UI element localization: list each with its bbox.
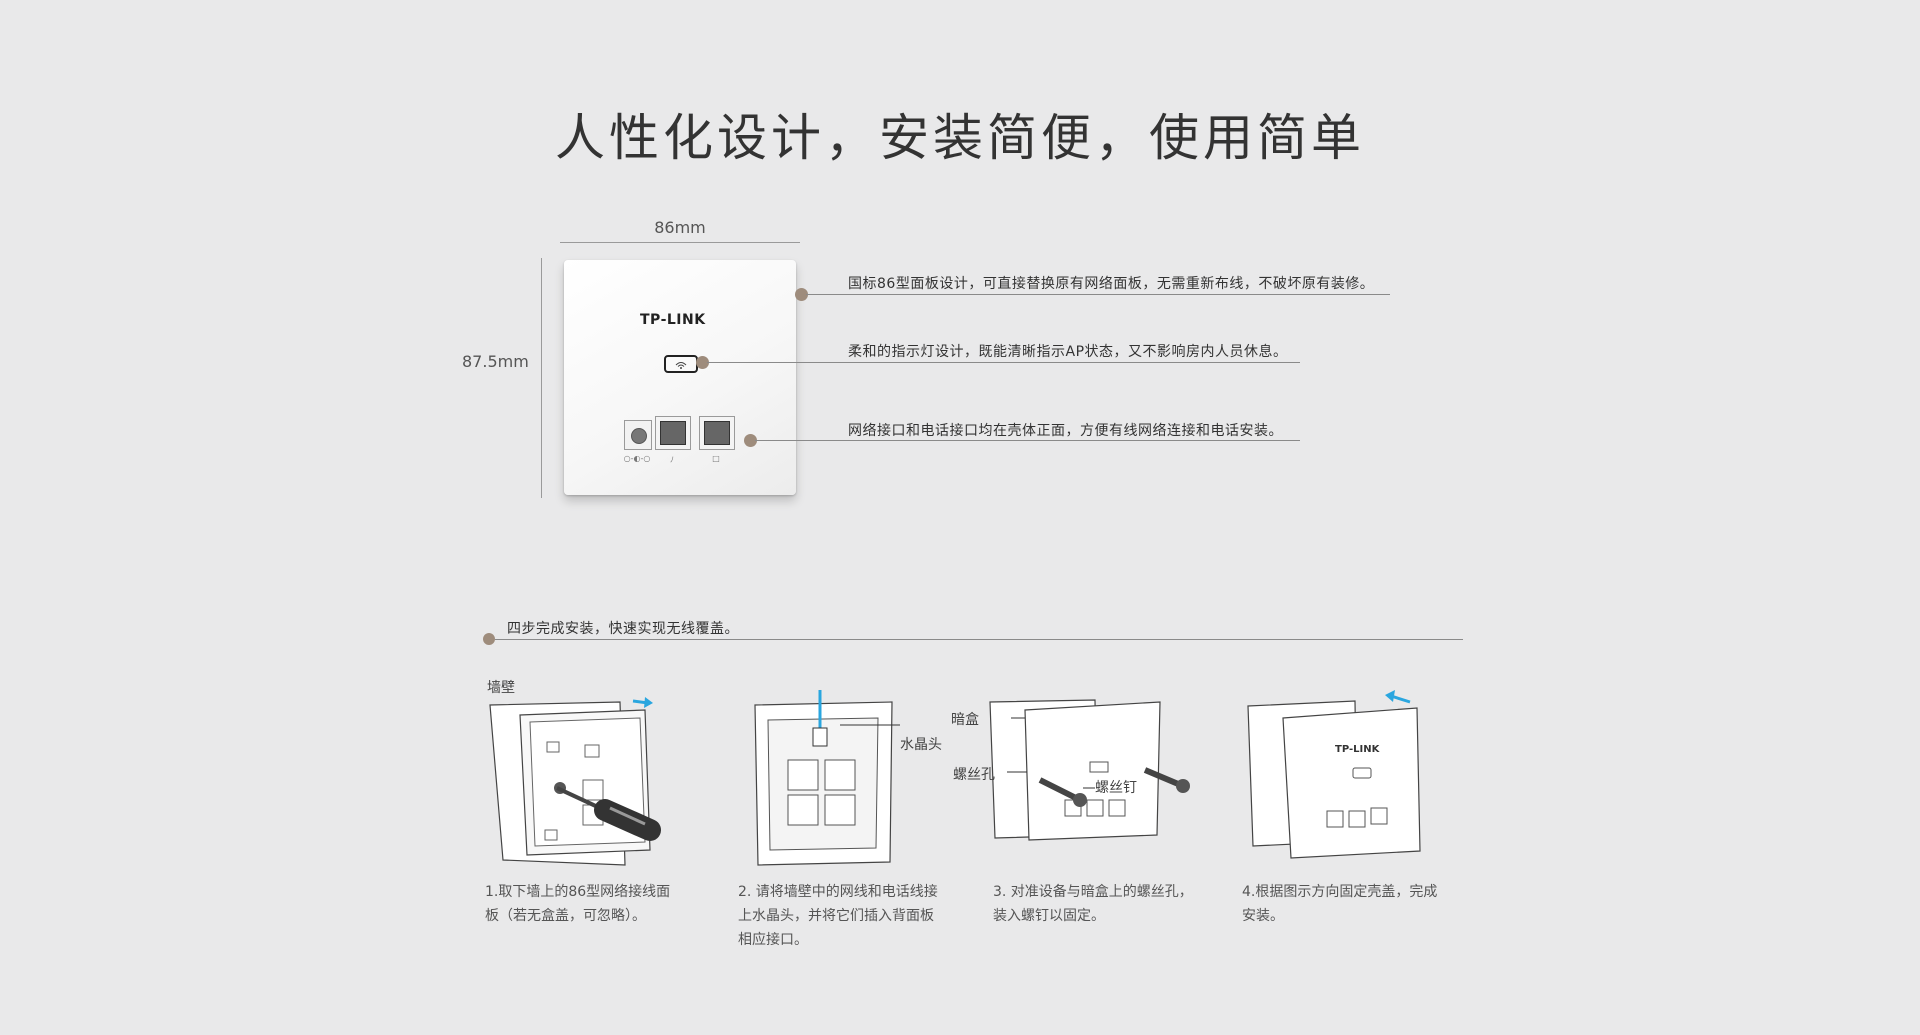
callout-line bbox=[707, 362, 848, 363]
callout-text: 国标86型面板设计，可直接替换原有网络面板，无需重新布线，不破坏原有装修。 bbox=[848, 276, 1375, 292]
step4-brand-logo: TP-LINK bbox=[1335, 744, 1380, 755]
callout-dot bbox=[696, 356, 709, 369]
callout-dot bbox=[795, 288, 808, 301]
product-panel: TP-LINK ○-◐-○ ﾉ □ bbox=[564, 260, 796, 495]
step-caption-2: 2. 请将墙壁中的网线和电话线接 上水晶头，并将它们插入背面板 相应接口。 bbox=[738, 880, 938, 952]
phone-port-socket bbox=[704, 421, 730, 445]
step-caption-1: 1.取下墙上的86型网络接线面 板（若无盒盖，可忽略）。 bbox=[485, 880, 670, 928]
connector-label: 水晶头 bbox=[900, 737, 942, 753]
arrow-left-icon bbox=[1385, 690, 1411, 704]
callout-underline bbox=[848, 362, 1300, 363]
callout-line bbox=[755, 440, 848, 441]
callout-text: 网络接口和电话接口均在壳体正面，方便有线网络连接和电话安装。 bbox=[848, 423, 1283, 439]
step-caption-line: 4.根据图示方向固定壳盖，完成 bbox=[1242, 884, 1438, 900]
step-caption-line: 装入螺钉以固定。 bbox=[993, 908, 1105, 924]
callout-line bbox=[806, 294, 848, 295]
step1-illustration bbox=[489, 697, 661, 866]
indicator-led bbox=[664, 355, 698, 373]
network-port-label: ﾉ bbox=[670, 455, 674, 464]
screw-label: 螺丝钉 bbox=[1095, 780, 1137, 796]
callout-text: 柔和的指示灯设计，既能清晰指示AP状态，又不影响房内人员休息。 bbox=[848, 344, 1288, 360]
phone-port-label: □ bbox=[712, 454, 720, 463]
height-dimension-line bbox=[541, 258, 542, 498]
install-heading: 四步完成安装，快速实现无线覆盖。 bbox=[507, 621, 739, 637]
arrow-right-icon bbox=[632, 697, 653, 708]
wall-label: 墙壁 bbox=[487, 680, 515, 696]
callout-underline bbox=[848, 440, 1300, 441]
power-port-label: ○-◐-○ bbox=[623, 454, 651, 463]
page-title: 人性化设计，安装简便，使用简单 bbox=[555, 109, 1365, 167]
screw-icon bbox=[1143, 767, 1190, 793]
section-line bbox=[495, 639, 1463, 640]
step-caption-line: 安装。 bbox=[1242, 908, 1284, 924]
step-caption-line: 相应接口。 bbox=[738, 932, 808, 948]
step-caption-3: 3. 对准设备与暗盒上的螺丝孔， 装入螺钉以固定。 bbox=[993, 880, 1193, 928]
callout-dot bbox=[744, 434, 757, 447]
step4-illustration bbox=[1247, 690, 1421, 859]
phone-port bbox=[699, 416, 735, 450]
height-dimension-label: 87.5mm bbox=[462, 352, 529, 371]
network-port bbox=[655, 416, 691, 450]
width-dimension-line bbox=[560, 242, 800, 243]
step-caption-line: 1.取下墙上的86型网络接线面 bbox=[485, 884, 671, 900]
hole-label: 螺丝孔 bbox=[953, 767, 995, 783]
screwdriver-icon bbox=[556, 786, 661, 841]
network-port-socket bbox=[660, 421, 686, 445]
section-dot bbox=[483, 633, 495, 645]
step-caption-line: 3. 对准设备与暗盒上的螺丝孔， bbox=[993, 884, 1193, 900]
screw-icon bbox=[1038, 777, 1087, 807]
step2-illustration bbox=[754, 690, 900, 866]
step-caption-line: 2. 请将墙壁中的网线和电话线接 bbox=[738, 884, 938, 900]
step3-illustration bbox=[989, 699, 1190, 841]
step-caption-4: 4.根据图示方向固定壳盖，完成 安装。 bbox=[1242, 880, 1437, 928]
brand-logo: TP-LINK bbox=[640, 312, 706, 328]
power-port-socket bbox=[631, 428, 647, 444]
step-caption-line: 板（若无盒盖，可忽略）。 bbox=[485, 908, 646, 924]
wifi-icon bbox=[675, 362, 687, 369]
power-port bbox=[624, 420, 652, 450]
width-dimension-label: 86mm bbox=[654, 218, 706, 237]
step-caption-line: 上水晶头，并将它们插入背面板 bbox=[738, 908, 934, 924]
callout-underline bbox=[848, 294, 1390, 295]
box-label: 暗盒 bbox=[951, 712, 979, 728]
